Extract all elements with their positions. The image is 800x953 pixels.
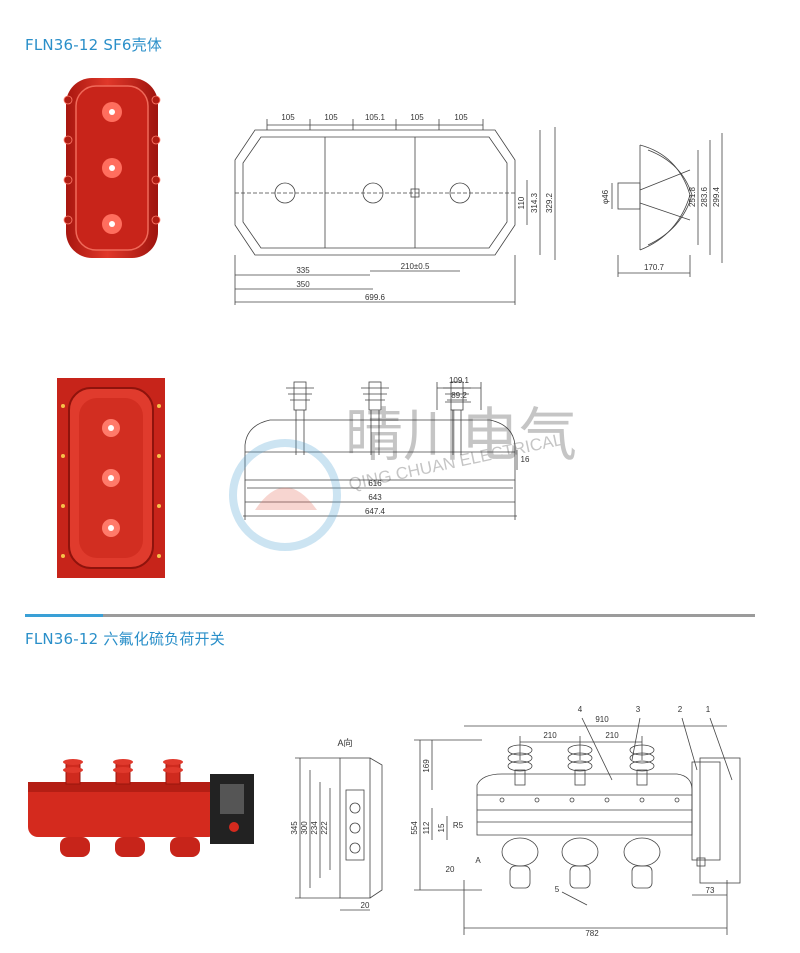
dim-top-5: 105 [454,113,468,122]
callout-4: 4 [578,705,583,714]
dim-bottom-335: 335 [296,266,310,275]
dim-right-314: 314.3 [530,192,539,213]
housing-top-drawing: 105 105 105.1 105 105 335 210±0.5 350 69… [234,113,556,305]
section2-title: FLN36-12 六氟化硫负荷开关 [25,630,225,648]
dim-sec-647: 647.4 [365,507,386,516]
load-switch-front-drawing: 910 210 210 4 3 2 1 5 169 554 112 15 R5 … [410,705,741,938]
housing-section-drawing: 109.1 89.2 16 616 643 647.4 [243,376,530,520]
dim-right-329: 329.2 [545,192,554,213]
dim-side-299: 299.4 [712,186,721,207]
label-a: A [475,856,481,865]
dim-bottom-350: 350 [296,280,310,289]
section1-title: FLN36-12 SF6壳体 [25,36,163,54]
load-switch-photo [28,759,254,857]
dim-front-15: 15 [437,823,446,832]
dim-right-110: 110 [517,196,526,209]
dim-a-345: 345 [290,821,299,835]
dim-top-2: 105 [324,113,338,122]
housing-top-photo [63,78,161,258]
callout-5: 5 [555,885,560,894]
dim-a-20: 20 [361,901,370,910]
dim-front-112: 112 [422,821,431,834]
housing-interior-photo [57,378,165,578]
dim-front-910: 910 [595,715,609,724]
label-r5: R5 [453,821,464,830]
housing-side-drawing: φ46 251.8 283.6 299.4 170.7 [601,133,723,277]
dim-a-222: 222 [320,821,329,835]
dim-front-554: 554 [410,821,419,835]
dim-sec-16: 16 [521,455,530,464]
dim-front-169: 169 [422,759,431,773]
dim-bottom-699: 699.6 [365,293,386,302]
dim-sec-616: 616 [368,479,382,488]
dim-phi46: φ46 [601,189,610,204]
dim-front-210a: 210 [543,731,557,740]
dim-side-251: 251.8 [688,186,697,207]
dim-front-210b: 210 [605,731,619,740]
divider-accent [25,614,103,617]
dim-sec-109: 109.1 [449,376,470,385]
dim-sec-643: 643 [368,493,382,502]
dim-top-3: 105.1 [365,113,386,122]
watermark-cn: 晴川电气 [345,403,577,468]
dim-front-782: 782 [585,929,599,938]
dim-a-234: 234 [310,821,319,835]
callout-3: 3 [636,705,641,714]
dim-top-1: 105 [281,113,295,122]
callout-2: 2 [678,705,683,714]
callout-1: 1 [706,705,711,714]
a-view-label: A向 [337,737,352,748]
dim-top-4: 105 [410,113,424,122]
dim-a-300: 300 [300,821,309,835]
dim-front-73: 73 [706,886,715,895]
label-20: 20 [446,865,455,874]
a-view-drawing: A向 345 300 234 222 20 [290,737,383,911]
divider-line [103,614,755,617]
brand-watermark: 晴川电气 QING CHUAN ELECTRICAL [229,403,577,551]
dim-sec-89: 89.2 [451,391,467,400]
dim-bottom-210: 210±0.5 [401,262,430,271]
dim-side-170: 170.7 [644,263,665,272]
dim-side-283: 283.6 [700,186,709,207]
